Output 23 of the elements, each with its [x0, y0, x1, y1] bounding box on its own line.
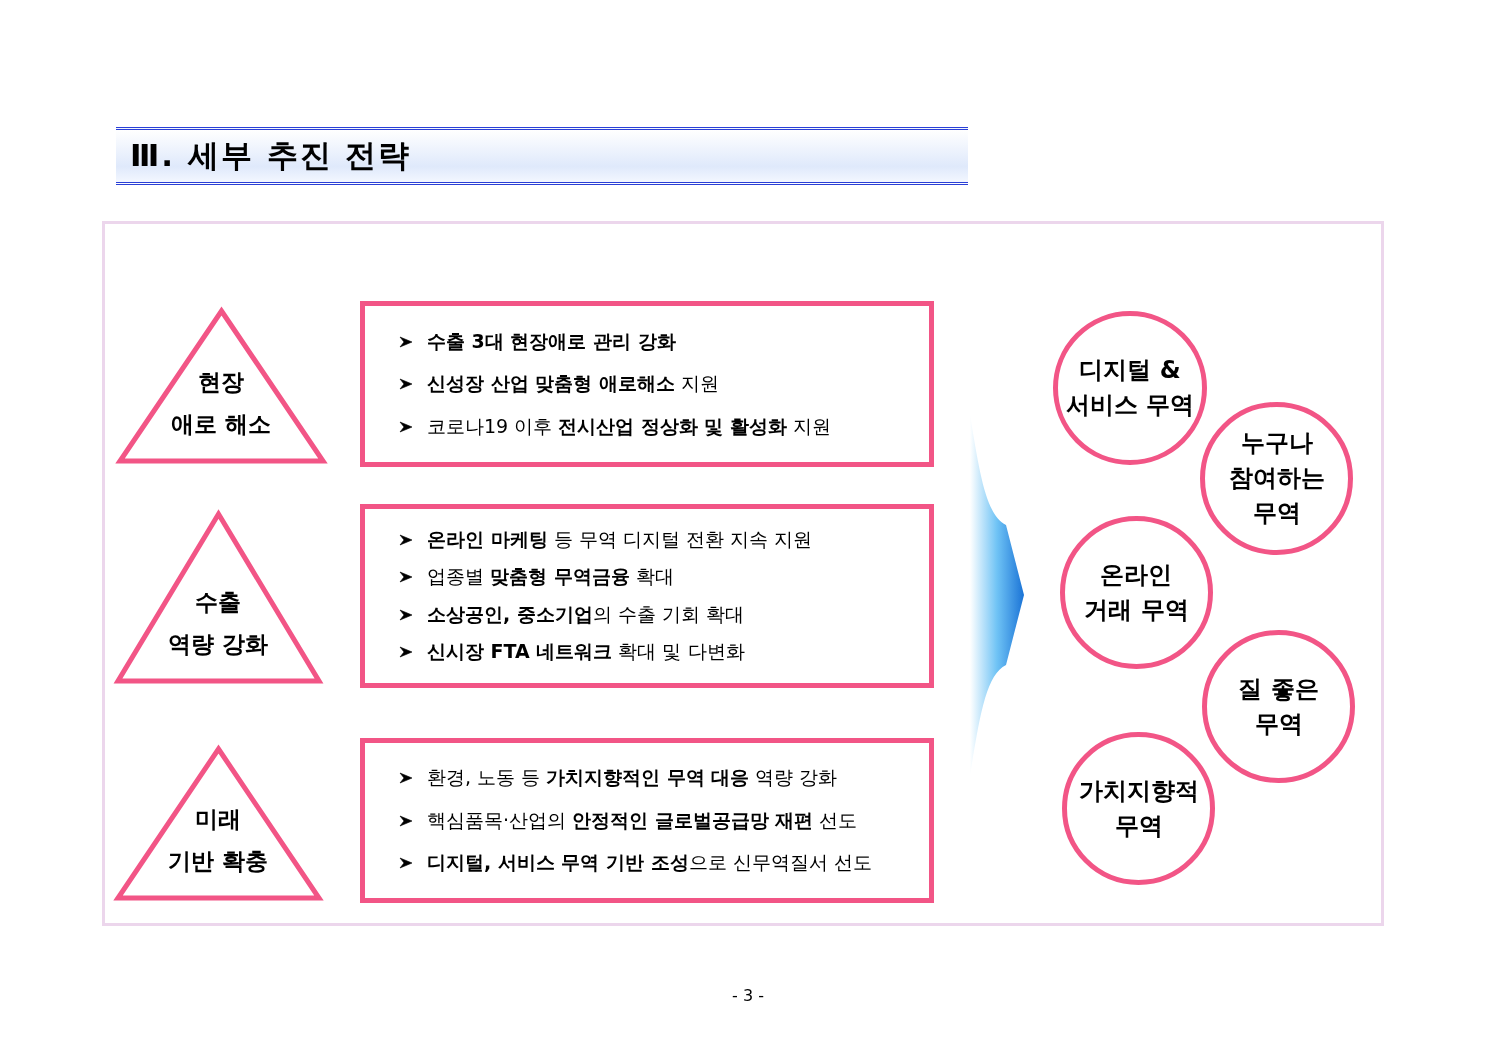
circle-label: 디지털 & 서비스 무역 — [1065, 356, 1195, 419]
circle-label: 가치지향적 무역 — [1078, 776, 1199, 840]
bullet-text: 신시장 FTA 네트워크 확대 및 다변화 — [427, 639, 745, 665]
page-number: - 3 - — [732, 986, 764, 1005]
bullet-text: 핵심품목·산업의 안정적인 글로벌공급망 재편 선도 — [427, 807, 858, 833]
bullet-list-box — [360, 738, 934, 903]
bullet-text: 소상공인, 중소기업의 수출 기회 확대 — [427, 601, 744, 627]
bullet-text: 코로나19 이후 전시산업 정상화 및 활성화 지원 — [427, 413, 832, 439]
triangle-label: 현장 애로 해소 — [171, 368, 272, 438]
bullet-text: 수출 3대 현장애로 관리 강화 — [427, 328, 676, 354]
bullet-text: 환경, 노동 등 가치지향적인 무역 대응 역량 강화 — [427, 765, 838, 791]
circle-label: 누구나 참여하는 무역 — [1228, 429, 1325, 527]
circle-label: 질 좋은 무역 — [1238, 674, 1319, 738]
triangle-label: 미래 기반 확충 — [168, 805, 269, 875]
bullet-text: 디지털, 서비스 무역 기반 조성으로 신무역질서 선도 — [427, 849, 872, 875]
bullet-text: 신성장 산업 맞춤형 애로해소 지원 — [427, 371, 719, 396]
triangle-label: 수출 역량 강화 — [168, 588, 269, 658]
bullet-list-box — [360, 504, 934, 688]
bullet-text: 온라인 마케팅 등 무역 디지털 전환 지속 지원 — [427, 526, 812, 552]
section-title: Ⅲ. 세부 추진 전략 — [130, 136, 412, 175]
bullet-list-box — [360, 301, 934, 467]
bullet-text: 업종별 맞춤형 무역금융 확대 — [427, 564, 674, 590]
circle-label: 온라인 거래 무역 — [1084, 560, 1189, 624]
